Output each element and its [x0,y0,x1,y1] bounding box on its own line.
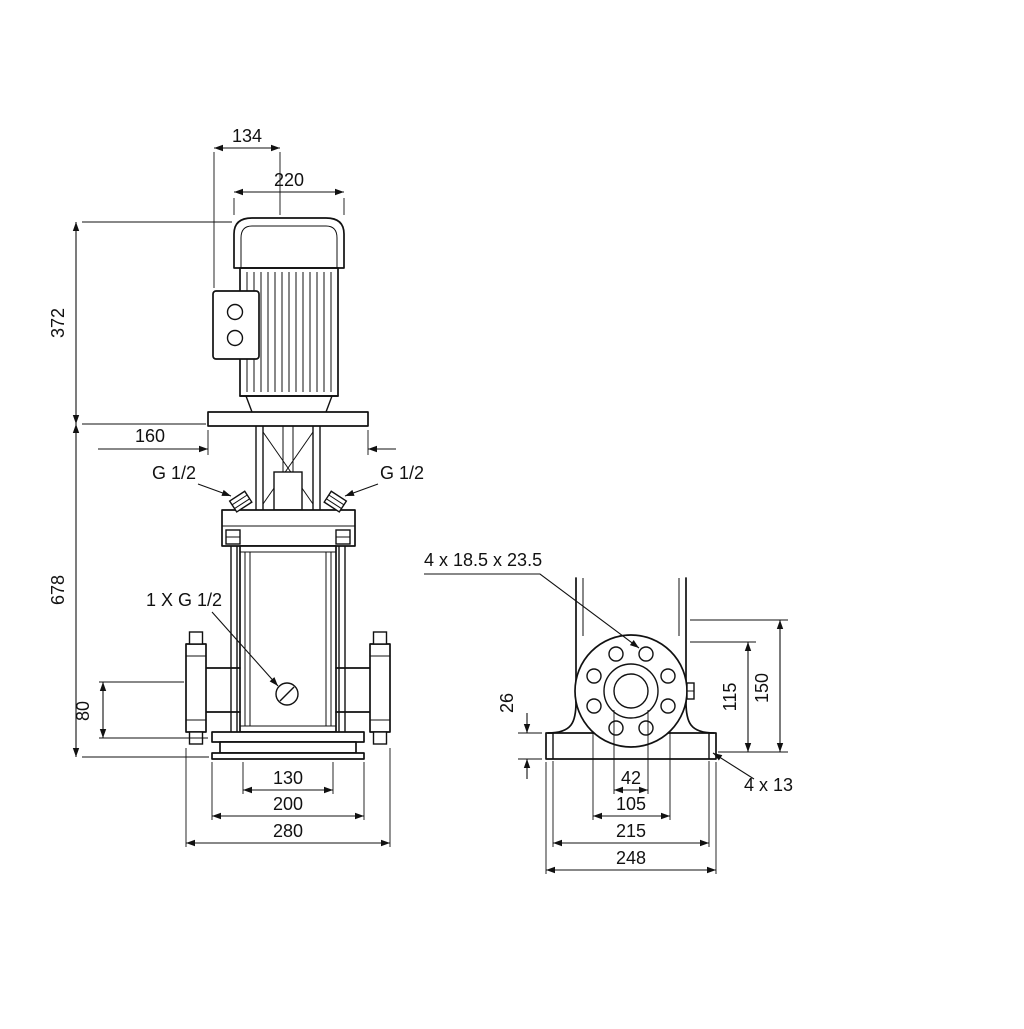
terminal-box [212,290,260,360]
drain-plug [275,682,299,706]
front-elevation-view: 134 220 372 678 160 80 130 [48,126,424,847]
chamber-stack [230,545,346,733]
coupling-guard [255,426,321,511]
port-g12-right-label: G 1/2 [380,463,424,483]
staybolts [230,546,346,732]
port-bore [613,673,649,709]
dim-130-label: 130 [273,768,303,788]
dim-150-label: 150 [752,673,772,703]
priming-plug-right [323,490,348,513]
port-g12-left-label: G 1/2 [152,463,196,483]
dim-200-label: 200 [273,794,303,814]
flange-left [185,643,207,733]
cable-entry-hole [226,303,244,321]
shaft-seal-housing [273,471,303,511]
dim-372-label: 372 [48,308,68,338]
base-holes-label: 4 x 13 [744,775,793,795]
dim-160-label: 160 [135,426,165,446]
side-dimensions: 4 x 18.5 x 23.5 26 115 150 42 105 215 [424,550,793,874]
flange-bolt [188,631,204,645]
priming-plug-left [228,490,253,513]
dim-80-label: 80 [73,701,93,721]
base-side-view: 4 x 18.5 x 23.5 26 115 150 42 105 215 [424,550,793,874]
pump-base-front [211,731,365,760]
dim-26-label: 26 [497,693,517,713]
pump-head [221,490,356,547]
dim-115-label: 115 [720,683,740,712]
ports-and-flanges [185,631,391,745]
drain-port-label: 1 X G 1/2 [146,590,222,610]
dim-248-label: 248 [616,848,646,868]
motor [212,217,345,397]
motor-stool [207,395,369,427]
dim-42-label: 42 [621,768,641,788]
dim-678-label: 678 [48,575,68,605]
dim-134-label: 134 [232,126,262,146]
dim-105-label: 105 [616,794,646,814]
flange-bolt [372,731,388,745]
flange-bolt [372,631,388,645]
cable-entry-hole [226,329,244,347]
port-flange-face [574,634,695,748]
front-dimensions: 134 220 372 678 160 80 130 [48,126,424,847]
dim-215-label: 215 [616,821,646,841]
flange-right [369,643,391,733]
flange-bolt-holes [586,646,676,736]
dim-220-label: 220 [274,170,304,190]
flange-holes-label: 4 x 18.5 x 23.5 [424,550,542,570]
dim-280-label: 280 [273,821,303,841]
